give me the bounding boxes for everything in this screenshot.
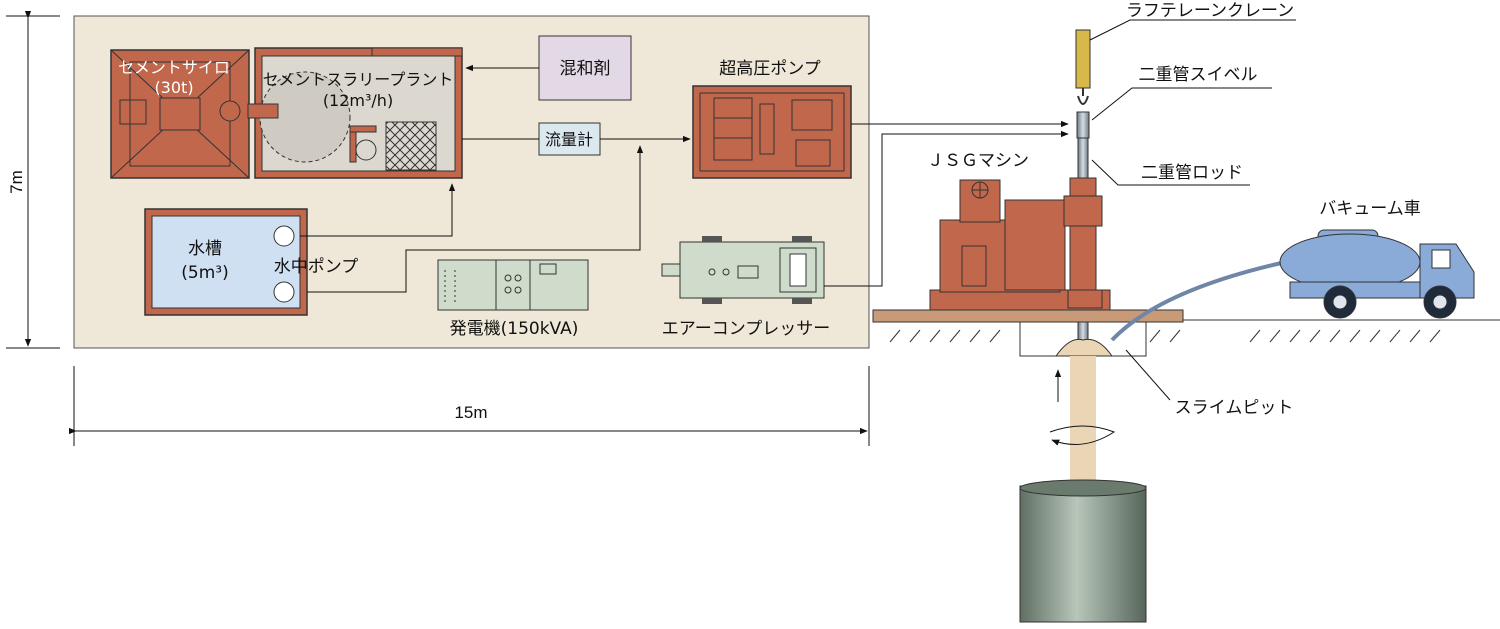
cement-silo-name: セメントサイロ xyxy=(118,58,230,77)
slurry-plant-capacity: (12m³/h) xyxy=(323,91,393,110)
crane-label: ラフテレーンクレーン xyxy=(1126,1,1294,21)
width-label: 15m xyxy=(454,403,487,422)
admixture-label: 混和剤 xyxy=(560,59,611,79)
water-tank-name: 水槽 xyxy=(188,239,222,259)
slurry-plant-name: セメントスラリープラント xyxy=(263,70,454,89)
ground xyxy=(872,309,1500,343)
double-swivel xyxy=(1076,111,1090,139)
generator-label: 発電機(150kVA) xyxy=(450,319,579,339)
cement-silo: セメントサイロ (30t) xyxy=(110,49,250,179)
high-pressure-pump-label: 超高圧ポンプ xyxy=(719,59,821,79)
vacuum-truck-label: バキューム車 xyxy=(1319,199,1421,219)
high-pressure-pump: 超高圧ポンプ xyxy=(692,59,852,179)
rod-leader xyxy=(1091,159,1250,186)
crane-leader xyxy=(1089,19,1296,41)
crane-hook xyxy=(1075,29,1091,105)
width-dimension: 15m xyxy=(68,366,870,446)
jsg-machine: ＪＳＧマシン xyxy=(927,151,1111,311)
height-dimension: 7m xyxy=(6,10,60,349)
air-compressor-label: エアーコンプレッサー xyxy=(662,319,830,339)
flowmeter: 流量計 xyxy=(538,122,601,156)
rod-label: 二重管ロッド xyxy=(1141,163,1243,183)
water-tank: 水槽 (5m³) 水中ポンプ xyxy=(144,208,359,316)
water-to-slurry-line xyxy=(300,183,456,237)
slurry-plant: セメントスラリープラント (12m³/h) xyxy=(247,47,463,179)
flowmeter-label: 流量計 xyxy=(545,130,593,149)
air-compressor: エアーコンプレッサー xyxy=(661,236,830,339)
submersible-pump-label: 水中ポンプ xyxy=(274,257,359,277)
water-tank-capacity: (5m³) xyxy=(181,263,228,283)
improved-column xyxy=(1019,479,1147,623)
slime-pit-label: スライムピット xyxy=(1175,398,1294,418)
jsg-machine-label: ＪＳＧマシン xyxy=(927,151,1029,171)
water-to-flowmeter-line xyxy=(307,145,644,293)
cement-silo-capacity: (30t) xyxy=(154,78,193,97)
slime-pit xyxy=(1019,322,1147,486)
generator: 発電機(150kVA) xyxy=(437,259,589,339)
air-to-swivel-line xyxy=(824,130,1069,287)
admixture-tank: 混和剤 xyxy=(538,35,632,101)
rotation-arrow xyxy=(1049,425,1116,446)
vacuum-truck: バキューム車 xyxy=(1279,199,1475,319)
swivel-leader xyxy=(1091,87,1272,121)
slime-pit-leader xyxy=(1125,349,1171,401)
vacuum-hose xyxy=(1110,260,1287,342)
height-label: 7m xyxy=(7,170,26,194)
swivel-label: 二重管スイベル xyxy=(1139,65,1258,85)
